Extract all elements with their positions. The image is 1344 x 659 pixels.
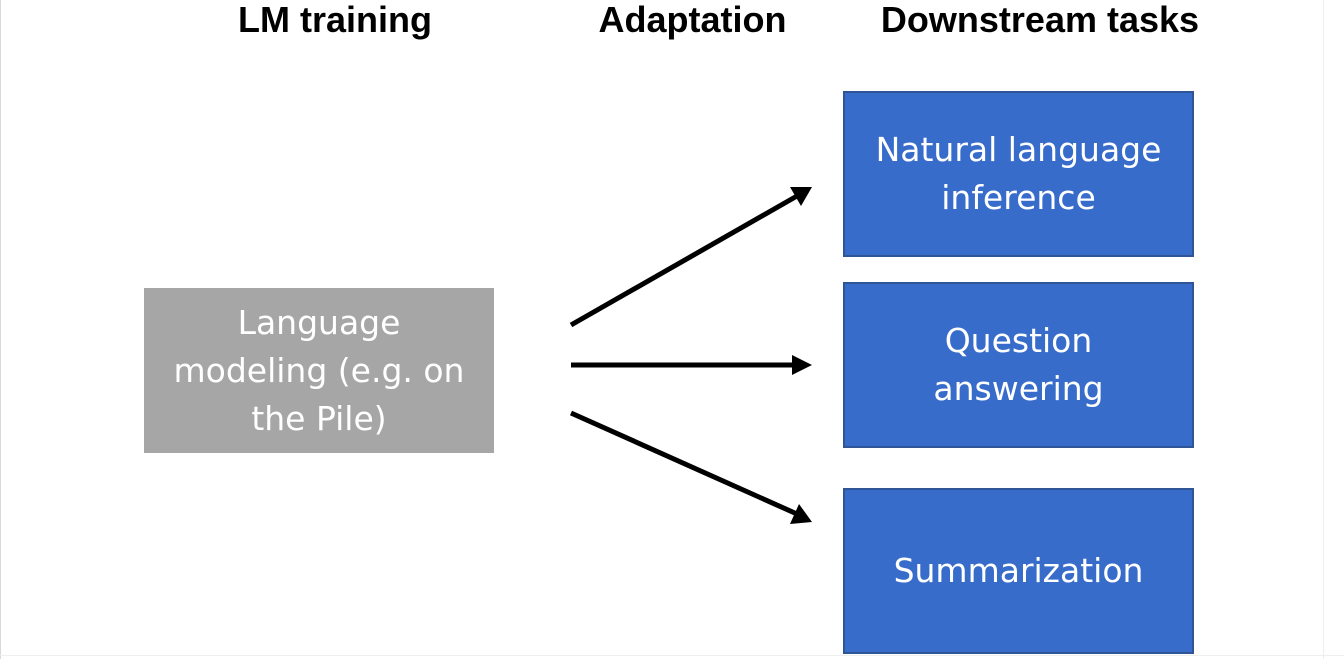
arrow-head-icon bbox=[792, 355, 812, 375]
arrow-to-question-answering bbox=[571, 355, 812, 375]
task-line: Summarization bbox=[893, 551, 1144, 590]
header-downstream-tasks: Downstream tasks bbox=[880, 0, 1200, 40]
arrow-head-icon bbox=[790, 187, 812, 206]
task-line: answering bbox=[933, 369, 1104, 408]
language-modeling-line: modeling (e.g. on bbox=[173, 350, 465, 390]
arrow-head-icon bbox=[790, 504, 812, 524]
task-label-question-answering: Question answering bbox=[933, 317, 1103, 413]
task-label-summarization: Summarization bbox=[894, 547, 1144, 595]
task-line: Natural language bbox=[875, 130, 1162, 169]
left-border bbox=[0, 0, 1, 659]
language-modeling-line: Language bbox=[237, 302, 401, 342]
task-box-nli: Natural language inference bbox=[843, 91, 1194, 257]
task-line: inference bbox=[941, 178, 1096, 217]
task-box-question-answering: Question answering bbox=[843, 282, 1194, 448]
right-border bbox=[1323, 0, 1324, 659]
task-line: Question bbox=[944, 321, 1093, 360]
header-lm-training: LM training bbox=[238, 0, 432, 40]
bottom-border bbox=[0, 655, 1344, 656]
arrow-to-nli bbox=[569, 187, 812, 328]
language-modeling-line: the Pile) bbox=[251, 398, 387, 438]
language-modeling-label: Language modeling (e.g. on the Pile) bbox=[174, 299, 465, 443]
arrow-to-summarization bbox=[569, 410, 812, 524]
language-modeling-box: Language modeling (e.g. on the Pile) bbox=[144, 288, 494, 453]
header-adaptation: Adaptation bbox=[598, 0, 787, 40]
task-box-summarization: Summarization bbox=[843, 488, 1194, 654]
task-label-nli: Natural language inference bbox=[876, 126, 1162, 222]
